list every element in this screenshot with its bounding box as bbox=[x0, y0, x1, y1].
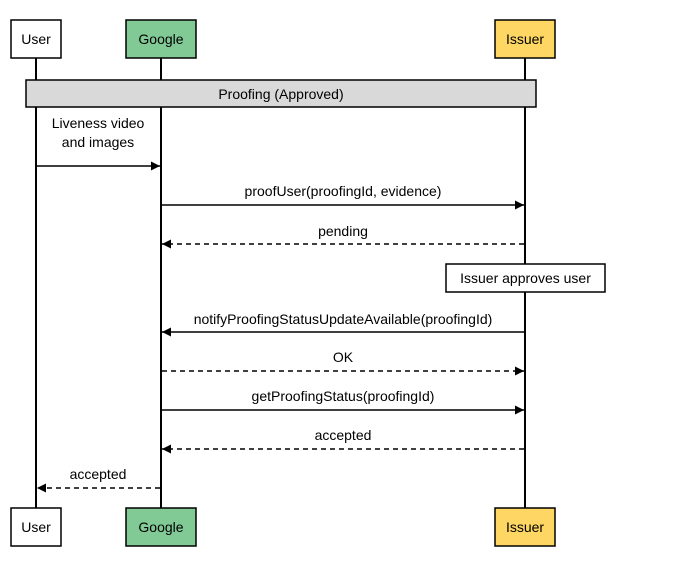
participant-google-bottom: Google bbox=[125, 507, 197, 547]
message-label: OK bbox=[333, 349, 354, 365]
message-proofuser: proofUser(proofingId, evidence) bbox=[162, 183, 524, 210]
message-liveness: Liveness video and images bbox=[37, 115, 160, 171]
participant-user-label: User bbox=[21, 31, 51, 47]
participant-issuer-bottom: Issuer bbox=[494, 507, 556, 547]
message-label: and images bbox=[62, 134, 134, 150]
message-label: Liveness video bbox=[52, 115, 145, 131]
participant-google-label: Google bbox=[138, 519, 183, 535]
message-notify: notifyProofingStatusUpdateAvailable(proo… bbox=[162, 311, 524, 337]
message-ok: OK bbox=[162, 349, 524, 376]
participant-issuer-label: Issuer bbox=[506, 519, 544, 535]
participant-user-top: User bbox=[10, 19, 62, 59]
note-label: Issuer approves user bbox=[460, 270, 591, 286]
participant-issuer-top: Issuer bbox=[494, 19, 556, 59]
message-label: accepted bbox=[315, 427, 372, 443]
message-label: accepted bbox=[70, 466, 127, 482]
note-issuer-approves: Issuer approves user bbox=[445, 263, 606, 293]
section-label: Proofing (Approved) bbox=[218, 86, 343, 102]
message-accepted-issuer: accepted bbox=[162, 427, 524, 454]
message-getstatus: getProofingStatus(proofingId) bbox=[162, 388, 524, 415]
participant-google-label: Google bbox=[138, 31, 183, 47]
message-label: notifyProofingStatusUpdateAvailable(proo… bbox=[194, 311, 493, 327]
message-label: proofUser(proofingId, evidence) bbox=[245, 183, 442, 199]
participant-issuer-label: Issuer bbox=[506, 31, 544, 47]
message-label: pending bbox=[318, 223, 368, 239]
message-label: getProofingStatus(proofingId) bbox=[252, 388, 435, 404]
participant-user-bottom: User bbox=[10, 507, 62, 547]
section-bar: Proofing (Approved) bbox=[25, 79, 537, 108]
participant-user-label: User bbox=[21, 519, 51, 535]
message-accepted-user: accepted bbox=[37, 466, 160, 493]
participant-google-top: Google bbox=[125, 19, 197, 59]
message-pending: pending bbox=[162, 223, 524, 249]
